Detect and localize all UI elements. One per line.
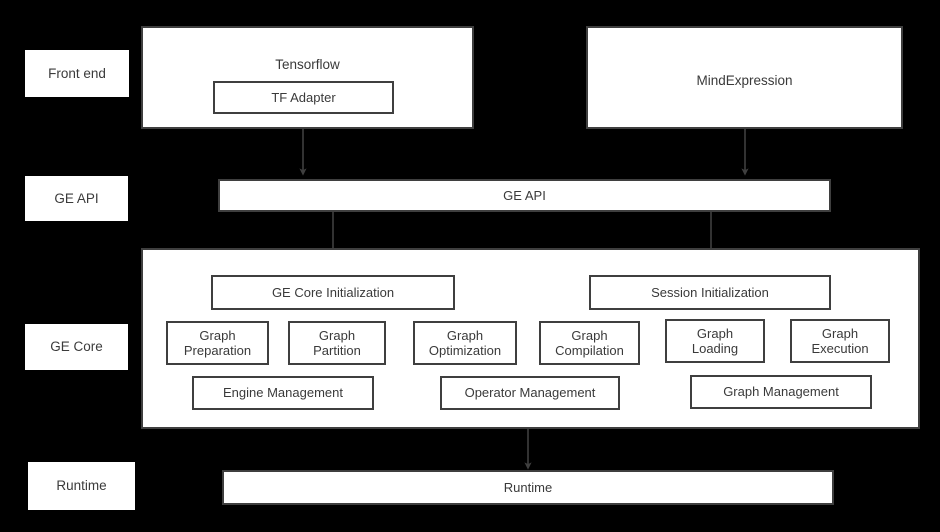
graph-management-label: Graph Management: [723, 384, 839, 400]
graph-compilation-label: Graph Compilation: [555, 327, 624, 358]
ge-core-initialization-box[interactable]: GE Core Initialization: [211, 275, 455, 310]
graph-preparation-label: Graph Preparation: [183, 327, 252, 358]
session-initialization-label: Session Initialization: [651, 284, 769, 300]
graph-loading-label: Graph Loading: [691, 325, 739, 356]
graph-management-box[interactable]: Graph Management: [690, 375, 872, 409]
stage-label-runtime-text: Runtime: [56, 478, 107, 494]
tf-adapter-label: TF Adapter: [271, 89, 336, 105]
graph-partition-label: Graph Partition: [313, 327, 361, 358]
stage-label-runtime: Runtime: [28, 462, 135, 510]
graph-execution-box[interactable]: Graph Execution: [790, 319, 890, 363]
operator-management-box[interactable]: Operator Management: [440, 376, 620, 410]
operator-management-label: Operator Management: [464, 385, 596, 401]
stage-label-front-end: Front end: [25, 50, 129, 97]
engine-management-box[interactable]: Engine Management: [192, 376, 374, 410]
stage-label-ge-api-text: GE API: [54, 190, 99, 206]
runtime-bar[interactable]: Runtime: [222, 470, 834, 505]
graph-preparation-box[interactable]: Graph Preparation: [166, 321, 269, 365]
session-initialization-box[interactable]: Session Initialization: [589, 275, 831, 310]
graph-loading-box[interactable]: Graph Loading: [665, 319, 765, 363]
tf-adapter-box[interactable]: TF Adapter: [213, 81, 394, 114]
stage-label-ge-core-text: GE Core: [50, 339, 103, 355]
stage-label-front-end-text: Front end: [48, 65, 106, 81]
graph-execution-label: Graph Execution: [811, 325, 869, 356]
ge-api-bar[interactable]: GE API: [218, 179, 831, 212]
graph-optimization-box[interactable]: Graph Optimization: [413, 321, 517, 365]
stage-label-ge-core: GE Core: [25, 324, 128, 370]
engine-management-label: Engine Management: [223, 385, 343, 401]
graph-partition-box[interactable]: Graph Partition: [288, 321, 386, 365]
tensorflow-label: Tensorflow: [275, 57, 340, 72]
ge-api-bar-label: GE API: [503, 187, 546, 203]
stage-label-ge-api: GE API: [25, 176, 128, 221]
graph-optimization-label: Graph Optimization: [428, 327, 502, 358]
mindexpression-container: MindExpression: [586, 26, 903, 129]
ge-core-initialization-label: GE Core Initialization: [271, 284, 395, 300]
graph-compilation-box[interactable]: Graph Compilation: [539, 321, 640, 365]
runtime-bar-label: Runtime: [503, 479, 553, 495]
mindexpression-label: MindExpression: [696, 73, 793, 88]
